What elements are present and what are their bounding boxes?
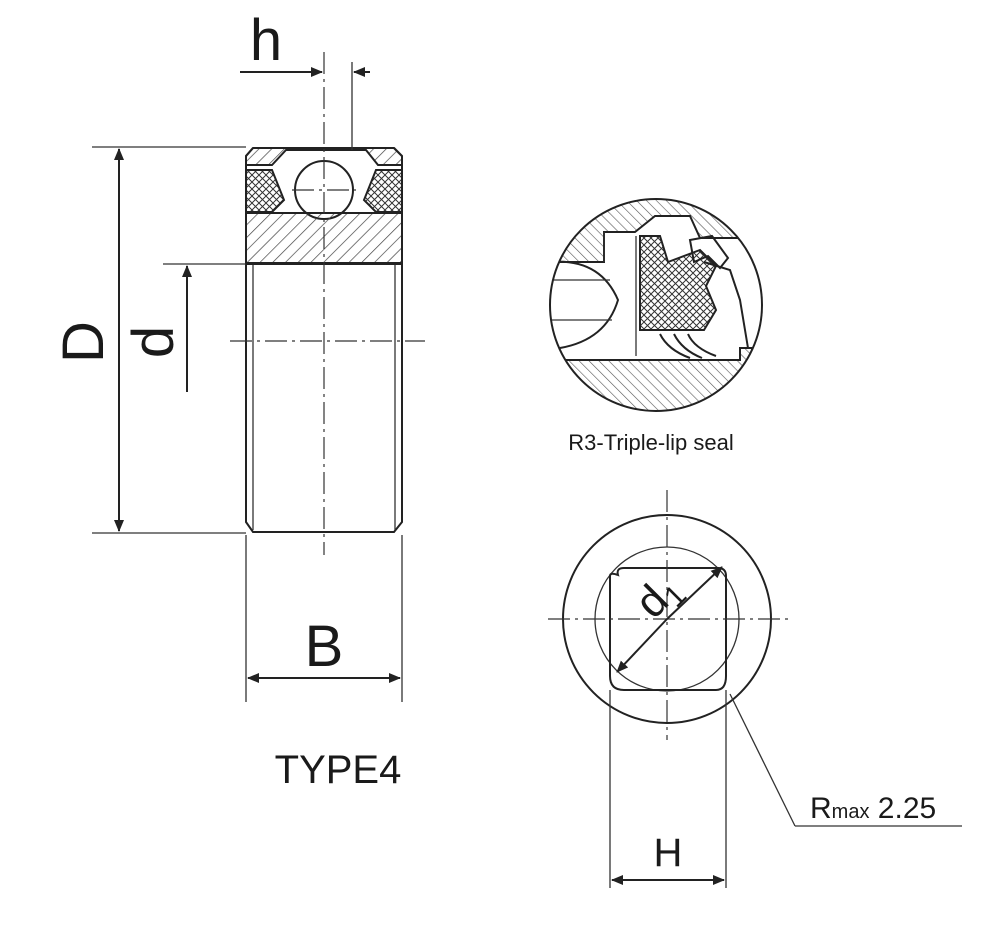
label-d1: d1 xyxy=(626,564,693,631)
square-bore xyxy=(609,567,727,691)
detail-ball xyxy=(550,260,620,349)
radius-label: Rmax 2.25 xyxy=(810,792,936,825)
radius-subscript: max xyxy=(832,801,870,823)
label-h: h xyxy=(250,8,282,73)
detail-circle-outline xyxy=(549,198,763,412)
seal-right xyxy=(362,169,403,213)
label-H: H xyxy=(654,831,683,875)
seal-detail-view: R3-Triple-lip seal xyxy=(549,198,763,455)
label-d: d xyxy=(121,326,186,358)
detail-seal-body xyxy=(639,235,718,331)
label-B: B xyxy=(305,614,344,679)
detail-outer-ring xyxy=(550,199,762,263)
label-D: D xyxy=(51,321,116,363)
seal-caption: R3-Triple-lip seal xyxy=(568,430,733,455)
seal-left xyxy=(245,169,286,213)
main-section-view: h D d B TYPE4 xyxy=(51,8,425,792)
bore-end-view: d1 H Rmax 2.25 xyxy=(548,490,962,888)
ring-body-outline xyxy=(245,147,403,533)
type-label: TYPE4 xyxy=(275,748,402,792)
